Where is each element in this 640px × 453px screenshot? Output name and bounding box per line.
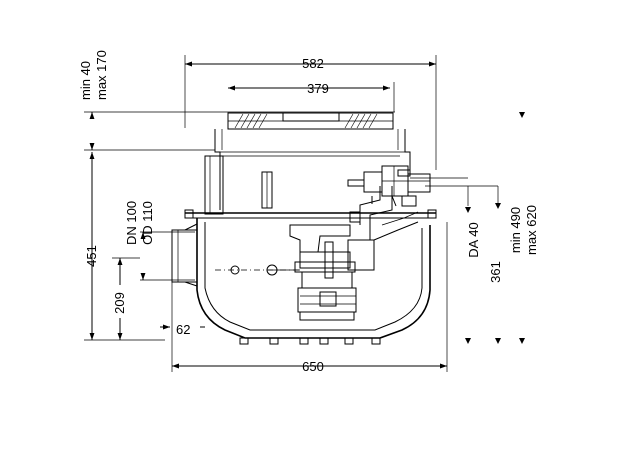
dimension-inlet-diameter: DN 100 OD 110: [124, 201, 195, 281]
dimension-inlet-offset: 62: [160, 282, 205, 372]
dimension-label-209: 209: [112, 292, 127, 314]
lifting-station-drawing: [171, 112, 437, 345]
label-min-490: min 490: [508, 207, 523, 253]
label-min-40: min 40: [78, 61, 93, 100]
dimension-outlet: DA 40 361 min 490 max 620: [410, 112, 539, 344]
dimension-label-62: 62: [176, 322, 190, 337]
dimension-label-582: 582: [302, 56, 324, 71]
label-max-620: max 620: [524, 205, 539, 255]
dimension-height-inlet: 209: [112, 257, 140, 340]
dimension-cover-adjust: min 40 max 170: [78, 50, 395, 151]
dimension-label-361: 361: [488, 261, 503, 283]
dimension-height-total: 451: [84, 152, 165, 341]
dimension-label-379: 379: [307, 81, 329, 96]
dimension-label-451: 451: [84, 245, 99, 267]
dimension-label-650: 650: [302, 359, 324, 374]
label-od-110: OD 110: [140, 201, 155, 245]
dimension-width-top: 582: [184, 55, 437, 170]
label-max-170: max 170: [94, 50, 109, 100]
label-da-40: DA 40: [466, 222, 481, 257]
label-dn-100: DN 100: [124, 201, 139, 245]
dimension-width-base: 650: [172, 222, 448, 374]
dimension-width-cover: 379: [228, 81, 395, 112]
